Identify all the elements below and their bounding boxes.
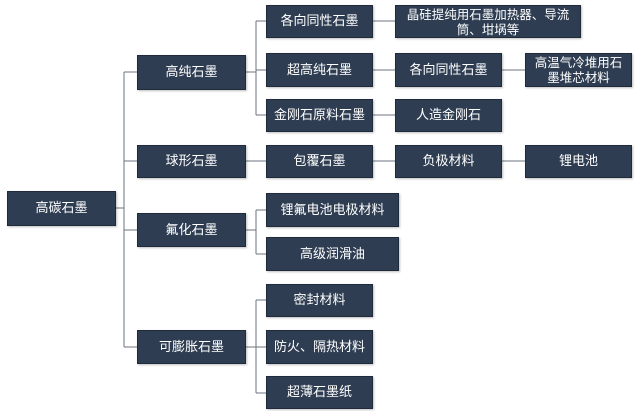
node-fireproof: 防火、隔热材料 — [266, 330, 373, 364]
node-expandable: 可膨胀石墨 — [137, 330, 246, 364]
node-spherical: 球形石墨 — [137, 145, 246, 178]
node-ultra-high-purity: 超高纯石墨 — [266, 53, 373, 87]
node-anode: 负极材料 — [395, 145, 502, 178]
node-root: 高碳石墨 — [7, 191, 116, 226]
node-li-battery: 锂电池 — [525, 145, 632, 178]
node-coated: 包覆石墨 — [266, 145, 373, 178]
node-lubricant: 高级润滑油 — [266, 237, 399, 271]
node-high-purity: 高纯石墨 — [137, 55, 246, 90]
node-ultrathin: 超薄石墨纸 — [266, 376, 373, 409]
node-isotropic: 各向同性石墨 — [266, 5, 373, 38]
node-isotropic-uses: 晶硅提纯用石墨加热器、导流筒、坩埚等 — [395, 5, 581, 38]
node-diamond-raw: 金刚石原料石墨 — [266, 99, 373, 132]
node-li-cf-electrode: 锂氟电池电极材料 — [266, 193, 399, 227]
node-sealing: 密封材料 — [266, 284, 373, 317]
node-isotropic-2: 各向同性石墨 — [395, 53, 502, 87]
node-synthetic-diamond: 人造金刚石 — [395, 99, 502, 132]
node-fluorinated: 氟化石墨 — [137, 213, 246, 247]
node-htgr-uses: 高温气冷堆用石墨堆芯材料 — [525, 53, 632, 87]
